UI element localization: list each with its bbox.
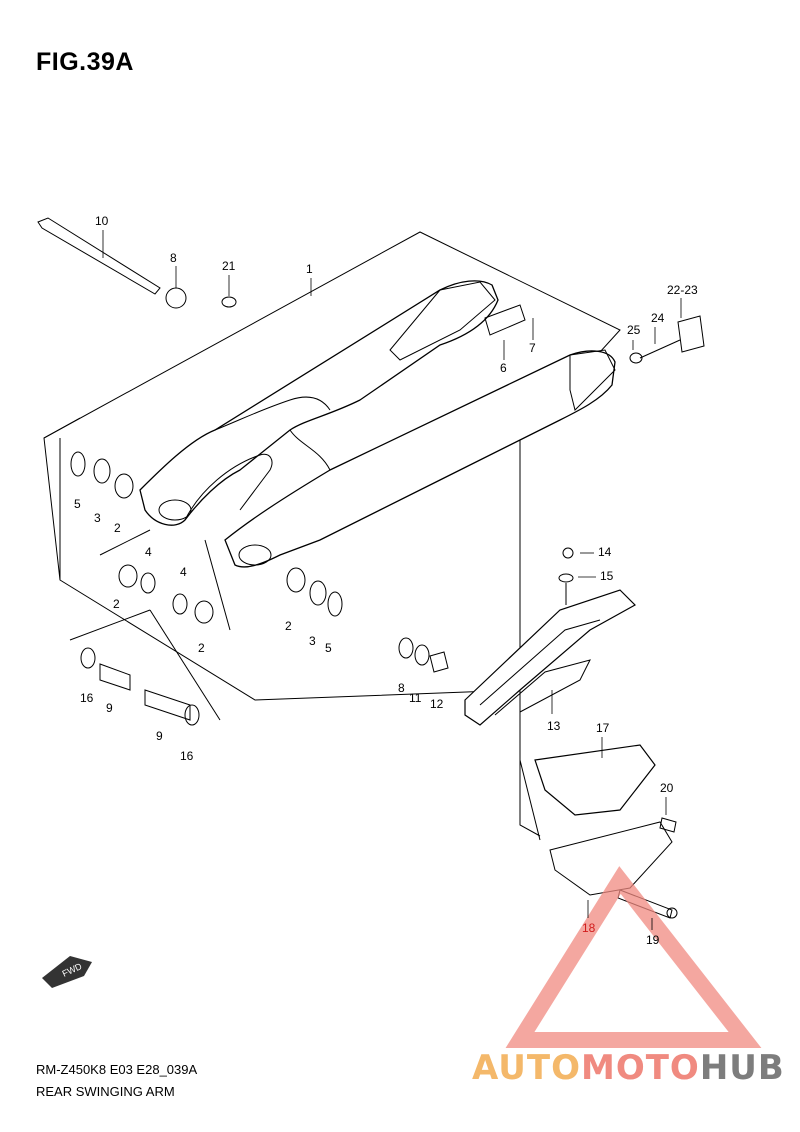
watermark-hub: HUB bbox=[699, 1048, 785, 1088]
callout-21: 21 bbox=[222, 259, 236, 273]
callout-18: 18 bbox=[582, 921, 596, 935]
watermark-moto: MOTO bbox=[580, 1048, 700, 1088]
washer-3a bbox=[93, 458, 111, 484]
watermark-logo bbox=[505, 866, 762, 1048]
swing-arm-lower bbox=[224, 350, 616, 568]
callout-5: 5 bbox=[74, 497, 81, 511]
bearing-2d bbox=[286, 567, 306, 593]
watermark-text: AUTOMOTOHUB bbox=[472, 1048, 785, 1088]
washer-4b bbox=[172, 593, 188, 615]
chain-adjuster bbox=[677, 315, 705, 353]
assembly-outline bbox=[43, 231, 621, 701]
callout-25: 25 bbox=[627, 323, 641, 337]
callout-10: 10 bbox=[95, 214, 109, 228]
footer-name: REAR SWINGING ARM bbox=[36, 1084, 175, 1099]
callout-labels: 1 2 2 2 2 3 3 4 4 5 5 6 7 8 8 9 9 10 11 … bbox=[74, 214, 698, 947]
callout-17: 17 bbox=[596, 721, 610, 735]
collar-9b bbox=[144, 689, 191, 721]
callout-24: 24 bbox=[651, 311, 665, 325]
footer-code: RM-Z450K8 E03 E28_039A bbox=[36, 1062, 198, 1077]
washer-16a bbox=[80, 647, 96, 669]
callout-16: 16 bbox=[180, 749, 194, 763]
callout-7: 7 bbox=[529, 341, 536, 355]
callout-4: 4 bbox=[145, 545, 152, 559]
seal-5a bbox=[70, 451, 86, 477]
callout-9: 9 bbox=[156, 729, 163, 743]
callout-16: 16 bbox=[80, 691, 94, 705]
callout-22-23: 22-23 bbox=[667, 283, 698, 297]
callout-8: 8 bbox=[398, 681, 405, 695]
washer-16b bbox=[184, 704, 200, 726]
fwd-arrow-icon: FWD bbox=[42, 956, 92, 988]
callout-1: 1 bbox=[306, 262, 313, 276]
chain-slider bbox=[464, 589, 636, 726]
callout-14: 14 bbox=[598, 545, 612, 559]
leader-lines bbox=[102, 230, 682, 930]
callout-20: 20 bbox=[660, 781, 674, 795]
callout-15: 15 bbox=[600, 569, 614, 583]
chain-guide bbox=[534, 744, 656, 816]
washer-4a bbox=[140, 572, 156, 594]
pivot-bolt bbox=[37, 217, 161, 295]
watermark-auto: AUTO bbox=[472, 1048, 581, 1088]
callout-3: 3 bbox=[94, 511, 101, 525]
callout-11: 11 bbox=[409, 691, 422, 705]
callout-2: 2 bbox=[113, 597, 120, 611]
callout-2: 2 bbox=[114, 521, 121, 535]
callout-13: 13 bbox=[547, 719, 561, 733]
collar-9a bbox=[99, 663, 131, 691]
callout-12: 12 bbox=[430, 697, 444, 711]
callout-4: 4 bbox=[180, 565, 187, 579]
bearing-2c bbox=[194, 600, 214, 624]
bearing-2b bbox=[118, 564, 138, 588]
callout-5: 5 bbox=[325, 641, 332, 655]
bearing-2a bbox=[114, 473, 134, 499]
washer-3b bbox=[309, 580, 327, 606]
figure-title: FIG.39A bbox=[36, 48, 134, 76]
callout-8: 8 bbox=[170, 251, 177, 265]
callout-2: 2 bbox=[198, 641, 205, 655]
callout-6: 6 bbox=[500, 361, 507, 375]
callout-3: 3 bbox=[309, 634, 316, 648]
callout-19: 19 bbox=[646, 933, 660, 947]
callout-9: 9 bbox=[106, 701, 113, 715]
seal-5b bbox=[327, 591, 343, 617]
callout-2: 2 bbox=[285, 619, 292, 633]
